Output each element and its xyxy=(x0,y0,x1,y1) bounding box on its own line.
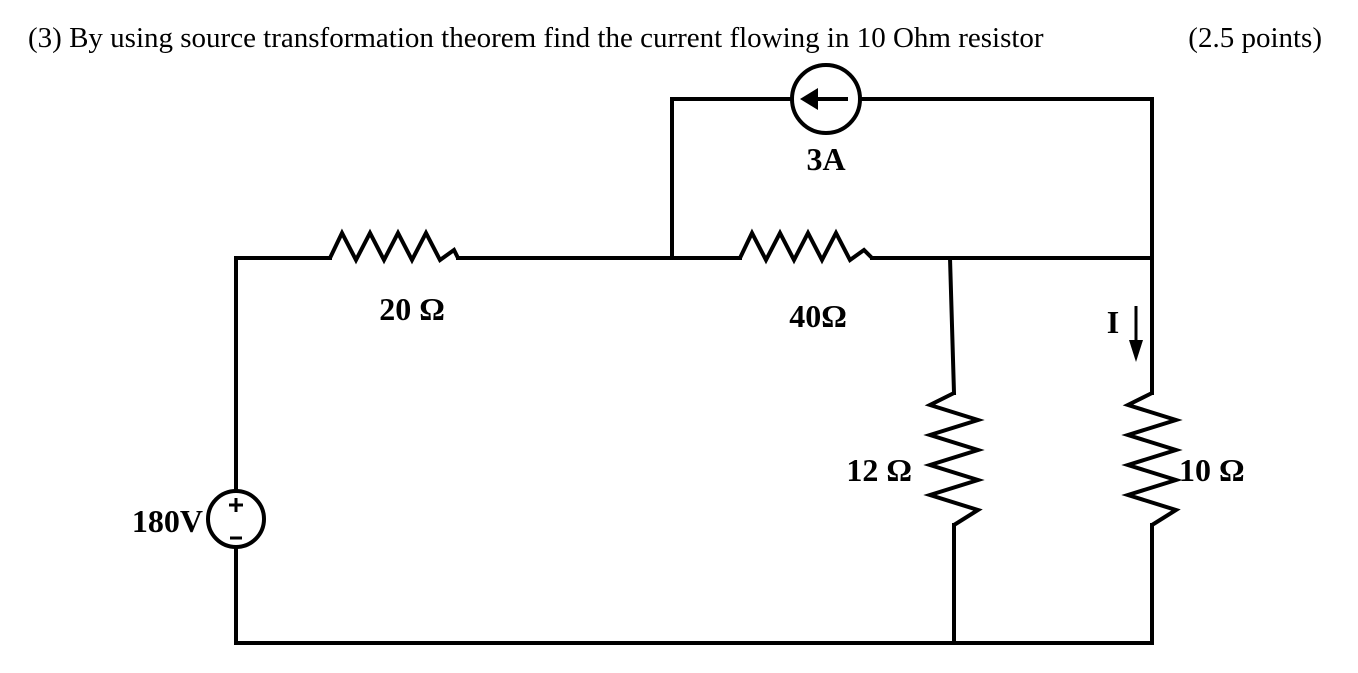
voltage-source-circle xyxy=(206,489,266,549)
resistor-40-ohm-label: 40Ω xyxy=(789,298,847,334)
left-wire-top xyxy=(234,256,332,493)
resistor-10-ohm xyxy=(1121,391,1183,527)
question-text: (3) By using source transformation theor… xyxy=(28,22,1044,54)
voltage-source-label: 180V xyxy=(132,503,203,539)
down-arrow-icon xyxy=(1129,340,1143,362)
current-source xyxy=(790,63,862,135)
current-source-label: 3A xyxy=(806,141,845,177)
resistor-12-ohm xyxy=(923,391,985,527)
resistor-20-ohm xyxy=(328,228,460,265)
wires xyxy=(234,97,1154,645)
resistor-40-ohm xyxy=(738,228,874,265)
wire-to-12-ohm xyxy=(947,255,957,396)
voltage-source xyxy=(206,489,266,549)
resistor-12-ohm-label: 12 Ω xyxy=(846,452,912,488)
resistor-10-ohm-label: 10 Ω xyxy=(1179,452,1245,488)
current-source-branch-left xyxy=(670,97,794,260)
current-source-branch-right xyxy=(858,97,1154,260)
points-label: (2.5 points) xyxy=(1188,22,1322,54)
left-arrow-icon xyxy=(800,88,818,110)
current-label: I xyxy=(1107,304,1119,340)
bottom-wire xyxy=(234,545,1154,645)
resistor-20-ohm-label: 20 Ω xyxy=(379,291,445,327)
current-direction-arrow xyxy=(1129,306,1143,362)
